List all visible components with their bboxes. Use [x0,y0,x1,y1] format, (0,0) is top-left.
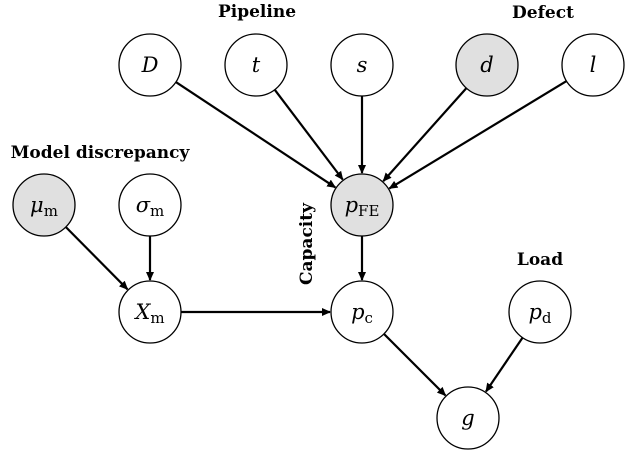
node-g: g [436,386,500,450]
node-X_m: Xm [118,280,182,344]
group-label-model-discrepancy: Model discrepancy [11,143,191,163]
group-label-load: Load [517,250,563,270]
edge-t-to-p_FE [273,89,344,181]
node-subscript-p_d: d [542,309,552,327]
edge-p_c-to-g [383,333,447,397]
node-circle-g [436,386,500,450]
node-sigma_m: σm [118,173,182,237]
node-circle-p_FE [330,173,394,237]
node-p_FE: pFE [330,173,394,237]
node-label-g: g [461,406,474,430]
edge-d-to-p_FE [382,87,468,182]
edges-layer [65,80,568,397]
node-circle-p_c [330,280,394,344]
group-label-capacity: Capacity [297,202,317,285]
node-mu_m: μm [12,173,76,237]
group-label-defect: Defect [512,3,574,23]
node-label-d: d [480,53,493,77]
node-D: D [118,33,182,97]
node-subscript-X_m: m [150,309,164,327]
node-circle-mu_m [12,173,76,237]
edge-D-to-p_FE [175,81,337,189]
node-subscript-p_c: c [365,309,373,327]
node-circle-d [455,33,519,97]
node-l: l [561,33,625,97]
node-p_d: pd [508,280,572,344]
node-label-D: D [141,53,159,77]
node-t: t [224,33,288,97]
node-p_c: pc [330,280,394,344]
node-subscript-mu_m: m [44,202,58,220]
node-circle-X_m [118,280,182,344]
edge-mu_m-to-X_m [65,226,129,291]
node-label-l: l [590,53,597,77]
node-label-t: t [252,53,261,77]
edge-l-to-p_FE [388,80,568,190]
node-subscript-sigma_m: m [150,202,164,220]
node-circle-D [118,33,182,97]
node-label-s: s [357,53,368,77]
group-label-pipeline: Pipeline [218,2,296,22]
node-circle-t [224,33,288,97]
node-circle-p_d [508,280,572,344]
node-circle-s [330,33,394,97]
edge-p_d-to-g [485,336,524,393]
node-subscript-p_FE: FE [358,202,379,220]
node-s: s [330,33,394,97]
node-d: d [455,33,519,97]
node-circle-l [561,33,625,97]
node-circle-sigma_m [118,173,182,237]
